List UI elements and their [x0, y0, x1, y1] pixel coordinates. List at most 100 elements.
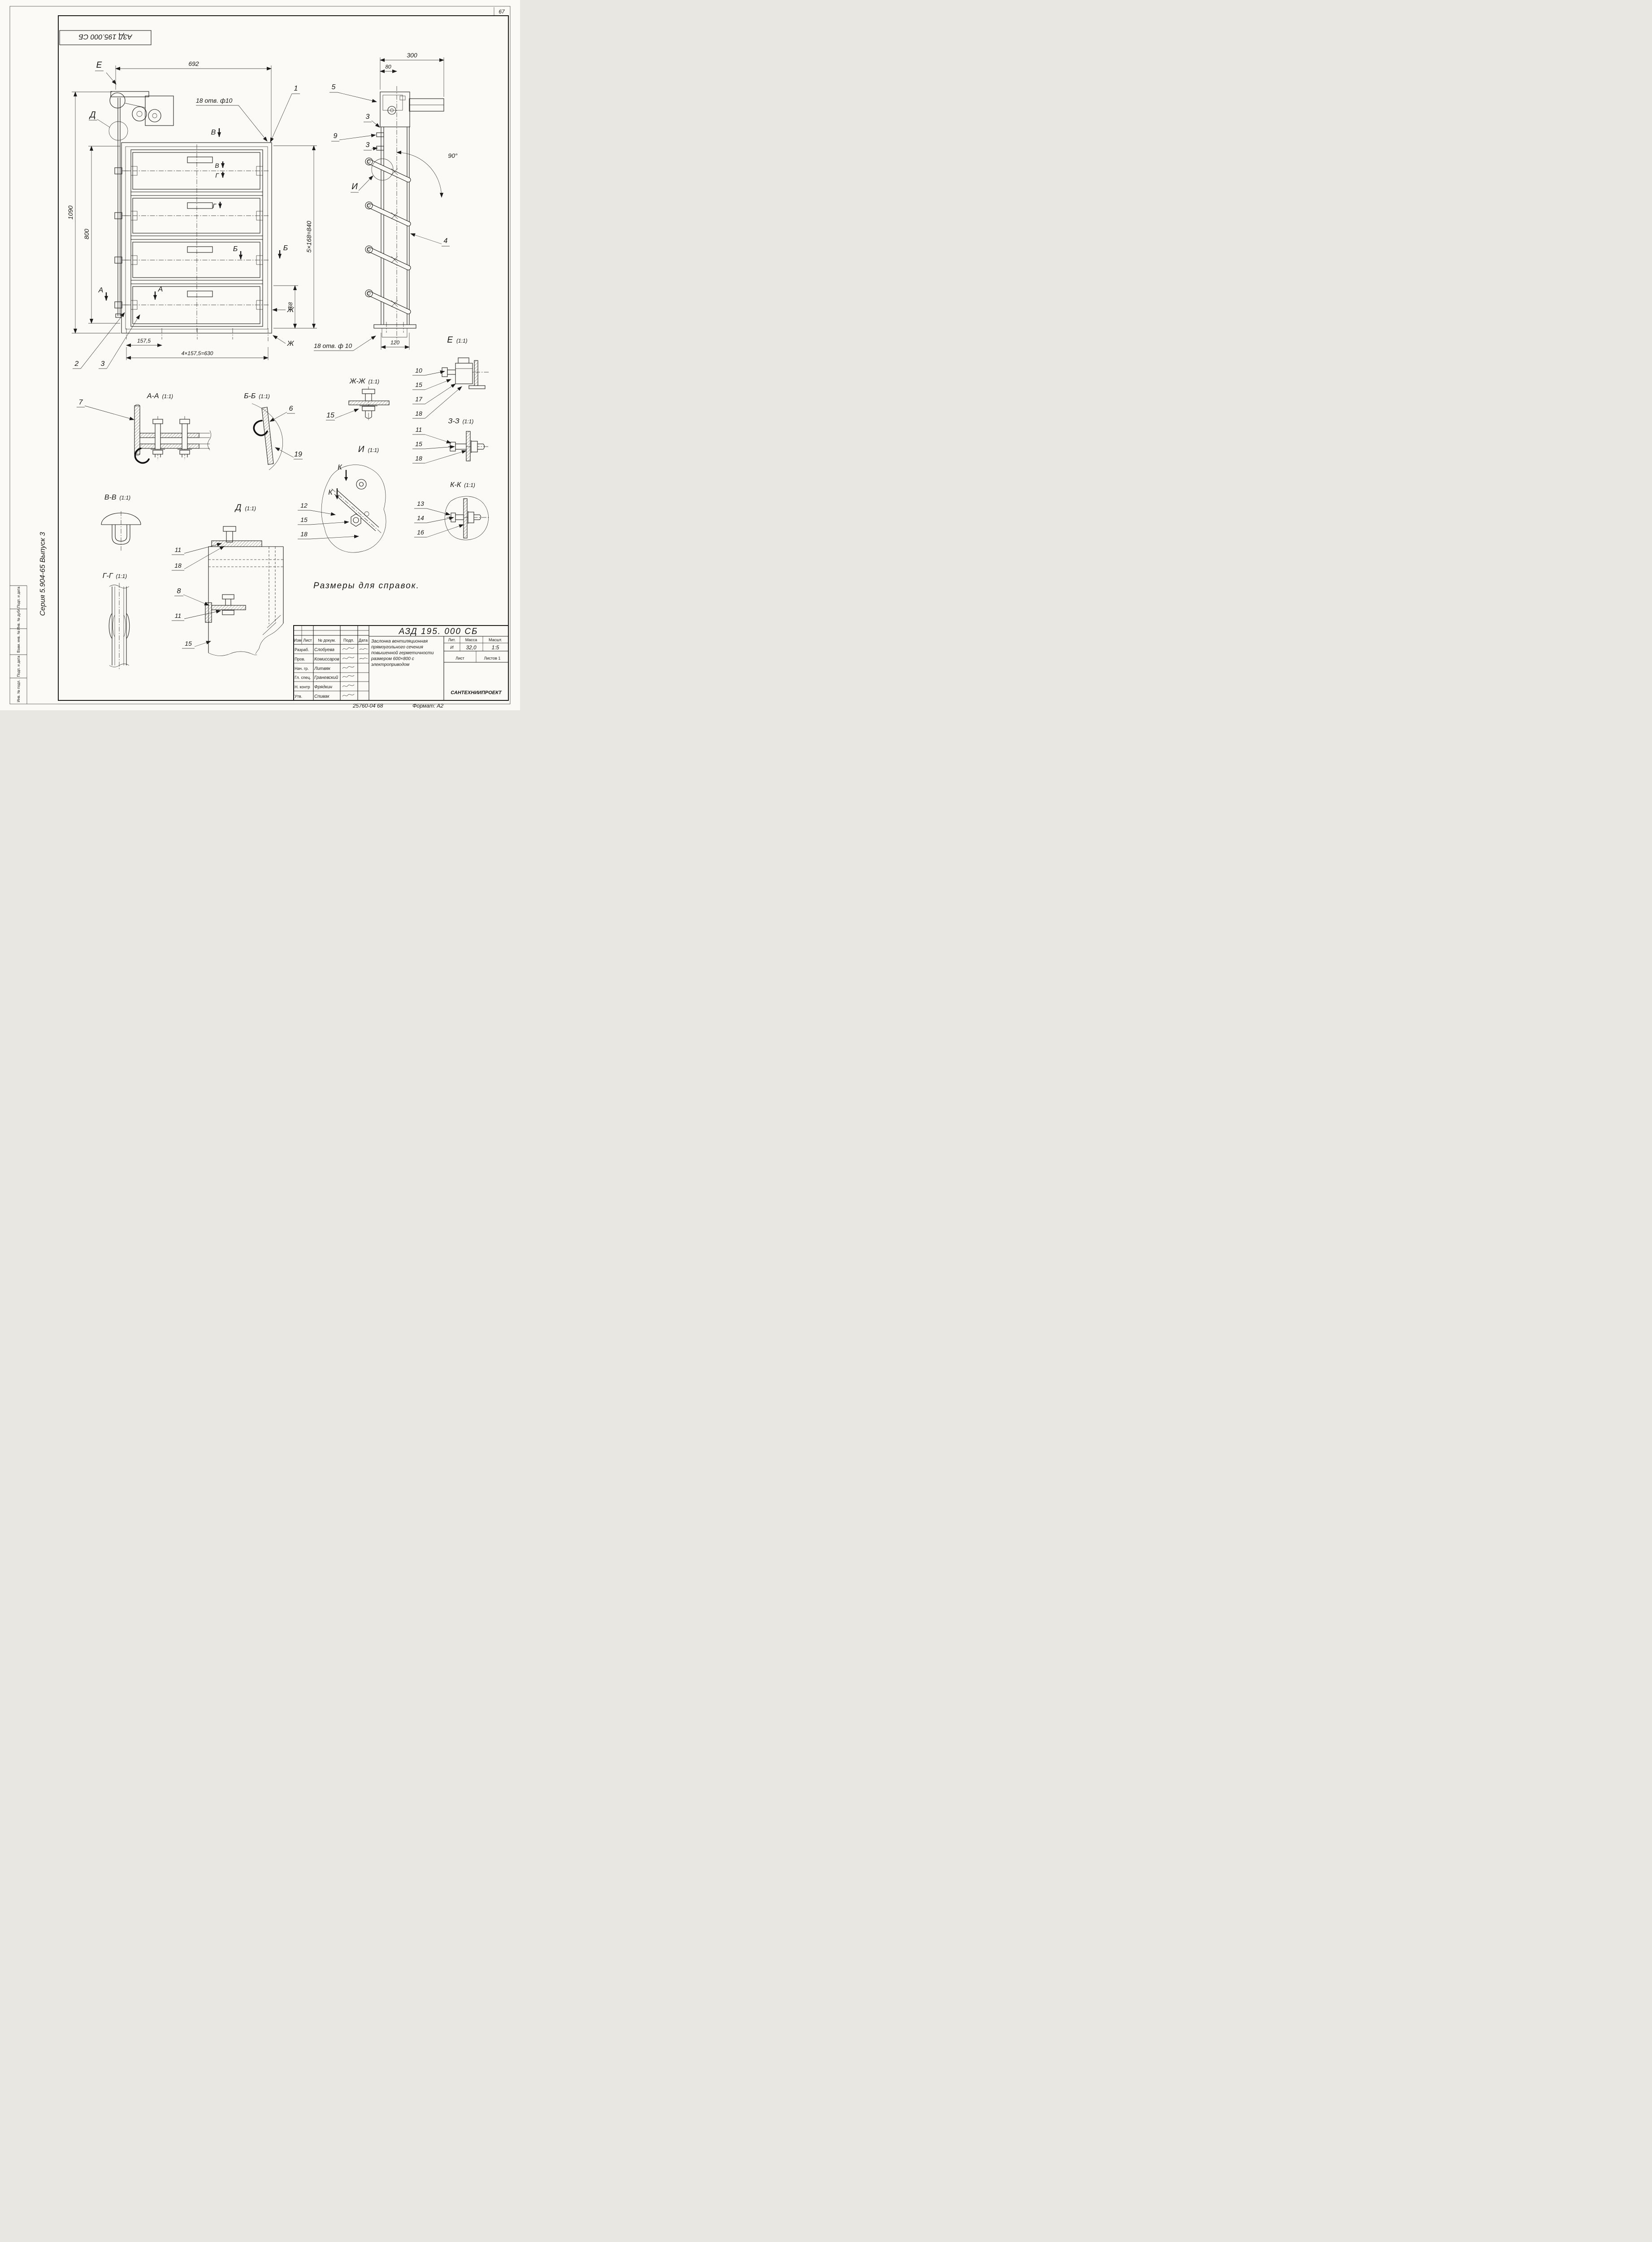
holes-note-front: 18 отв. ф10 [196, 97, 268, 142]
mark-a-left: А [98, 287, 104, 294]
callout-1-text: 1 [294, 85, 298, 92]
detail-k-k: К-К(1:1) 13 14 16 [414, 481, 490, 540]
section-zh-marks: Ж Ж [272, 306, 295, 348]
dim-840-text: 5×168=840 [305, 221, 312, 252]
dim-630: 4×157,5=630 [126, 347, 269, 360]
margin-box-label: Взам. инв. № [17, 630, 21, 653]
callout-3-upper-text: 3 [366, 113, 370, 121]
title-line-2: прямоугольного сечения [371, 645, 423, 650]
mark-k-top: К [338, 464, 343, 471]
callout-12-text: 12 [300, 502, 308, 509]
mark-zh-top: Ж [287, 306, 295, 314]
detail-a-a: А-А(1:1) 7 [77, 392, 211, 464]
signature-rows: Разраб. Слобуева Пров. Комиссаров Нач. г… [295, 647, 368, 699]
callout-4: 4 [410, 233, 450, 247]
dim-300: 300 [380, 52, 444, 97]
callout-15-e-text: 15 [415, 381, 422, 388]
detail-v-v-title: В-В(1:1) [104, 494, 130, 501]
margin-box-label: Инв. № дубл. [17, 608, 21, 630]
dim-300-text: 300 [407, 52, 417, 59]
detail-d-title: Д(1:1) [234, 503, 256, 513]
callout-18-e-text: 18 [415, 410, 422, 417]
dim-120-text: 120 [390, 339, 399, 346]
dim-692: 692 [115, 60, 272, 141]
detail-g-g: Г-Г(1:1) [103, 572, 130, 669]
detail-d-mid-bolt [205, 594, 246, 623]
callout-2-text: 2 [74, 360, 79, 368]
margin-stamps: Подп. и дата Инв. № дубл. Взам. инв. № П… [10, 30, 152, 704]
angle-90-text: 90° [448, 152, 458, 159]
doc-designation: АЗД 195. 000 СБ [399, 627, 478, 636]
scale-header: Масшт. [489, 638, 502, 642]
detail-b-b: Б-Б(1:1) 6 19 [244, 392, 303, 470]
callout-3-lower: 3 [364, 141, 378, 151]
bolt-right [178, 416, 192, 460]
footer-format: Формат: А2 [412, 703, 443, 709]
series-label: Серия 5.904-65 Выпуск 3 [39, 532, 47, 616]
detail-z-z: З-З(1:1) 11 15 18 [412, 417, 490, 464]
blade-row-2 [124, 198, 270, 234]
callout-7: 7 [77, 399, 134, 421]
callout-9: 9 [331, 132, 376, 142]
page-number: 67 [499, 9, 505, 15]
dim-630-text: 4×157,5=630 [182, 350, 213, 356]
role-utv: Утв. [295, 694, 302, 699]
name-razrab: Слобуева [314, 647, 334, 652]
dim-168-text: 168 [287, 302, 294, 311]
col-podp: Подп. [343, 638, 354, 643]
drive-rod [114, 98, 131, 318]
margin-box-label: Подп. и дата [17, 587, 21, 608]
dim-120: 120 [381, 333, 410, 350]
callout-18-d-text: 18 [174, 562, 182, 569]
callout-19: 19 [275, 447, 303, 460]
holes-note-front-text: 18 отв. ф10 [196, 97, 232, 104]
callout-3-lower-text: 3 [366, 141, 370, 149]
margin-box-label: Подп. и дата [17, 656, 21, 677]
detail-d-boundary [108, 121, 128, 141]
callout-15-zh-text: 15 [326, 412, 334, 419]
callout-11b-text: 11 [175, 612, 182, 619]
mark-a-right: А [158, 286, 163, 293]
callout-15-zh: 15 [326, 408, 359, 421]
callout-15-i-text: 15 [300, 516, 308, 523]
mark-v-in: В [215, 162, 219, 169]
detail-d: Д(1:1) 11 18 8 11 15 [172, 503, 284, 656]
lit-header: Лит. [448, 638, 456, 642]
role-razrab: Разраб. [295, 647, 309, 652]
callout-17-text: 17 [415, 395, 423, 403]
dim-80: 80 [380, 64, 397, 73]
mark-k-bottom: К [328, 489, 333, 496]
org-name: САНТЕХНИИПРОЕКТ [451, 690, 502, 695]
mark-g-in: Г [215, 172, 219, 179]
bolt-ticks-bottom [126, 328, 269, 341]
mass-value: 32,0 [466, 644, 477, 651]
name-utv: Спивак [314, 694, 330, 699]
callout-2: 2 [73, 312, 125, 369]
dim-692-text: 692 [188, 60, 199, 67]
dim-800-text: 800 [83, 229, 90, 239]
callout-15-d-text: 15 [185, 640, 192, 647]
detail-i: И(1:1) К К 12 15 18 [298, 445, 386, 553]
callout-5-text: 5 [332, 83, 336, 91]
blade-row-3 [124, 242, 270, 278]
name-nachgr: Литвяк [314, 666, 331, 671]
section-marks: В В Г Г Б Б А А [98, 128, 288, 301]
footer-doc-number: 25760-04 68 [352, 703, 383, 709]
front-view: Д Е 692 18 отв. ф10 1 1090 800 5×168=840… [67, 60, 317, 369]
sheets-label: Листов 1 [484, 656, 501, 660]
title-text: Заслонка вентиляционная прямоугольного с… [371, 639, 434, 667]
mass-header: Масса [465, 638, 477, 642]
callout-6: 6 [269, 405, 295, 422]
sheet-frame: 67 [9, 6, 511, 704]
callout-18-z-text: 18 [415, 455, 422, 462]
callout-11-z-text: 11 [416, 426, 422, 433]
dim-168: 168 [273, 285, 298, 329]
side-view: 90° И 5 9 3 3 4 300 80 120 18 отв. ф 10 [314, 52, 458, 351]
callout-18-i-text: 18 [300, 530, 308, 538]
holes-note-side-text: 18 отв. ф 10 [314, 342, 352, 349]
bottom-flange [373, 322, 416, 338]
inverted-stamp-text: АЗД 195.000 СБ [78, 33, 132, 40]
mark-g-row2: Г [212, 202, 217, 209]
callout-8-text: 8 [177, 587, 181, 595]
callout-9-text: 9 [334, 132, 338, 140]
